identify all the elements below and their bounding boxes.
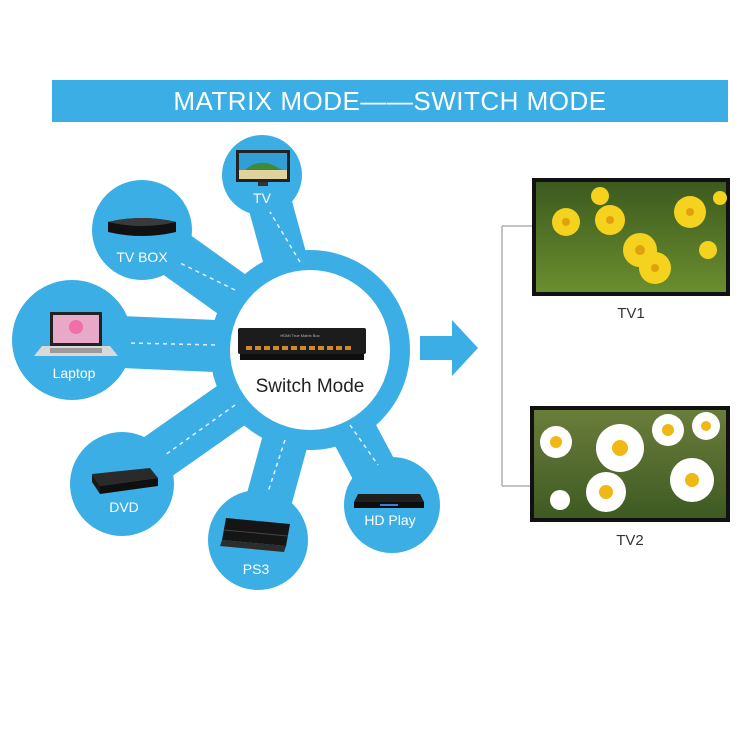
tv-box-icon <box>108 218 176 236</box>
arrow-right-icon <box>420 320 478 376</box>
matrix-switch-icon: HDMI True Matrix Box <box>238 328 366 360</box>
label-ps3: PS3 <box>243 561 270 577</box>
source-ps3: PS3 <box>220 518 290 577</box>
title-banner: MATRIX MODE——SWITCH MODE <box>52 80 728 122</box>
label-dvd: DVD <box>109 499 139 515</box>
label-tv: TV <box>253 190 272 206</box>
label-hdplay: HD Play <box>364 512 415 528</box>
source-laptop: Laptop <box>34 312 118 381</box>
device-tiny-text: HDMI True Matrix Box <box>280 333 319 338</box>
label-tv2: TV2 <box>616 532 644 549</box>
dvd-player-icon <box>92 468 158 494</box>
output-bracket <box>501 225 536 487</box>
source-dvd: DVD <box>92 468 158 515</box>
banner-title: MATRIX MODE——SWITCH MODE <box>173 85 607 116</box>
label-tvbox: TV BOX <box>116 249 168 265</box>
ps3-console-icon <box>220 518 290 552</box>
hd-player-icon <box>354 494 424 508</box>
output-tv1: TV1 <box>532 178 730 322</box>
laptop-icon <box>34 312 118 356</box>
label-laptop: Laptop <box>53 365 96 381</box>
output-tv2: TV2 <box>530 406 730 549</box>
source-tv: TV <box>236 150 290 206</box>
source-tvbox: TV BOX <box>108 218 176 265</box>
tv-icon <box>236 150 290 186</box>
daisies-image <box>534 410 726 518</box>
label-tv1: TV1 <box>617 305 645 322</box>
hub-label: Switch Mode <box>256 376 365 397</box>
yellow-flowers-image <box>536 182 727 292</box>
source-hdplay: HD Play <box>354 494 424 528</box>
dashed-connectors <box>129 211 379 493</box>
